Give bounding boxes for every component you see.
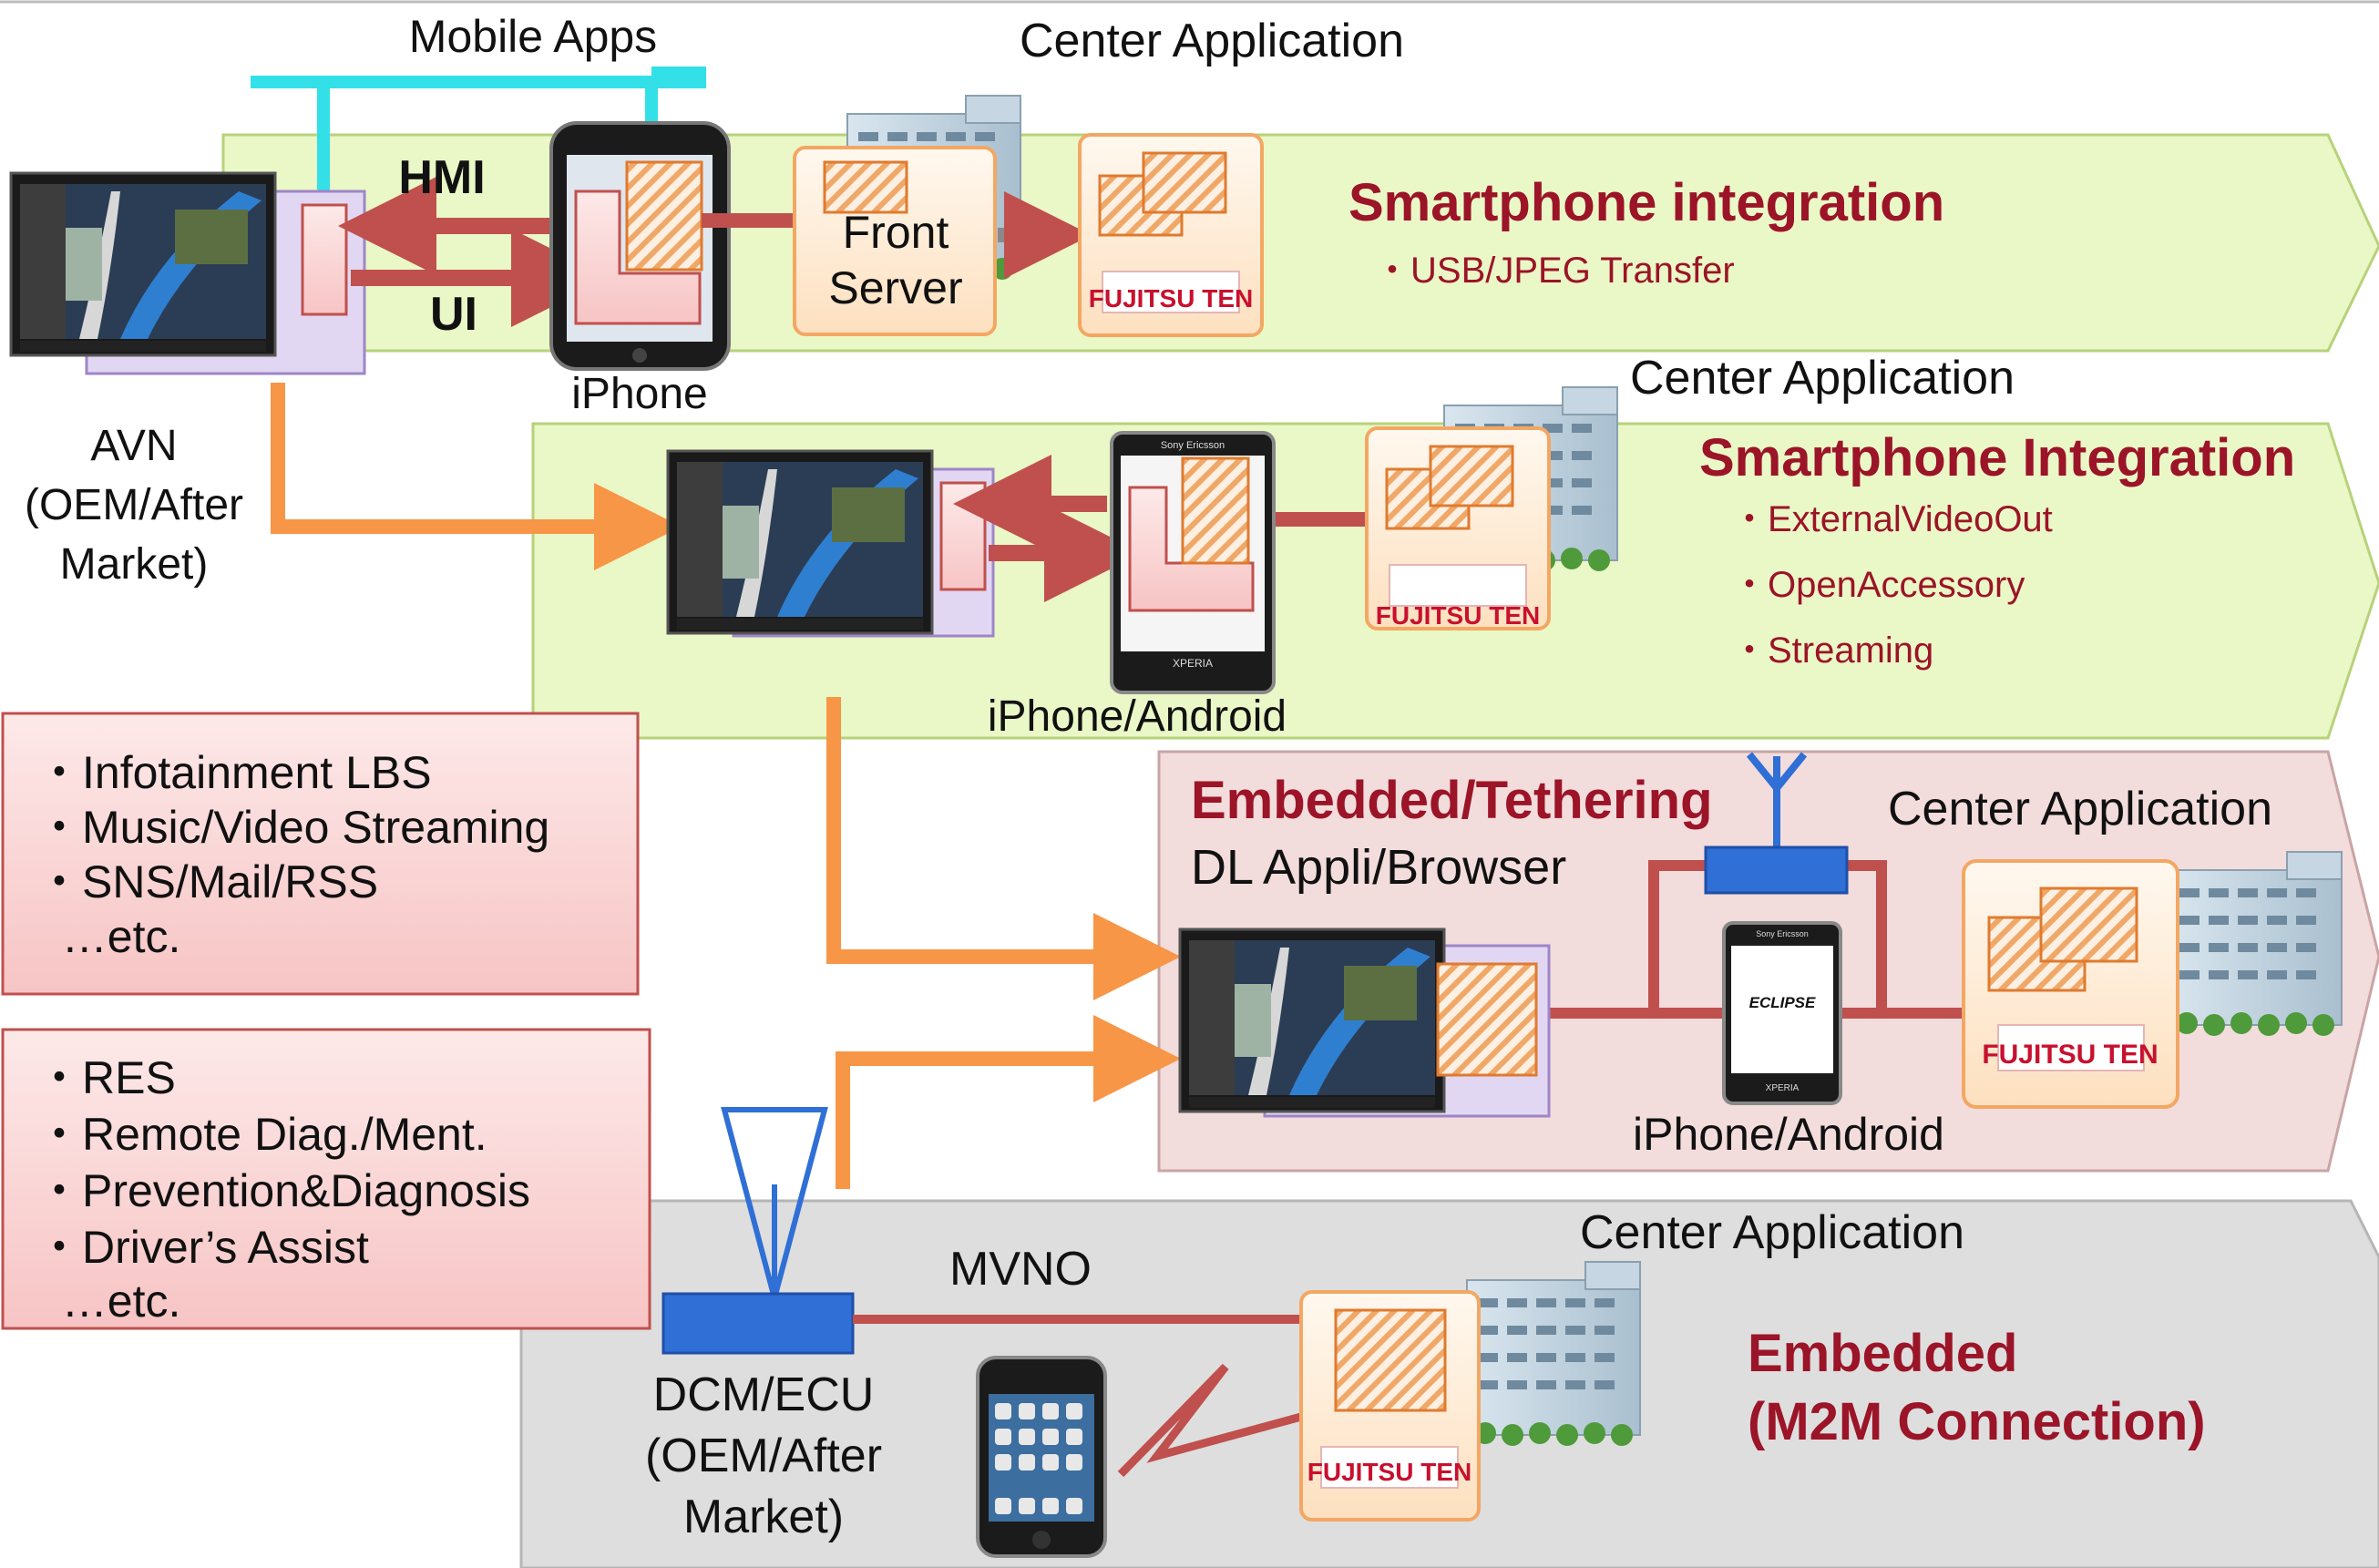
dcm-label-line1: DCM/ECU xyxy=(653,1368,875,1421)
center-app-label-1: Center Application xyxy=(1020,15,1404,67)
dcm-label-line2: (OEM/After xyxy=(645,1430,882,1482)
dcm-label-line3: Market) xyxy=(683,1491,844,1543)
fujitsu-ten-server-3 xyxy=(1962,859,2179,1109)
res-callout: ・RES ・Remote Diag./Ment. ・Prevention&Dia… xyxy=(1,1028,651,1330)
front-server-box xyxy=(793,146,997,336)
fujitsu-ten-server-2 xyxy=(1365,426,1551,630)
orange-flow-arrow-3 xyxy=(836,1015,1181,1189)
building-icon-4 xyxy=(1466,1261,1641,1447)
avn-device-3 xyxy=(1178,927,1551,1118)
orange-flow-arrow-2 xyxy=(826,697,1181,1000)
orange-flow-arrow-1 xyxy=(271,383,682,570)
hmi-label: HMI xyxy=(398,151,485,204)
sony-ericsson-logo-2: Sony Ericsson xyxy=(1756,929,1809,938)
callout-res-item-3: ・Prevention&Diagnosis xyxy=(36,1165,530,1216)
dcm-antenna-icon xyxy=(721,1107,828,1309)
xperia-logo-1: XPERIA xyxy=(1173,657,1213,670)
ui-label: UI xyxy=(430,288,477,341)
infotainment-callout: ・Infotainment LBS ・Music/Video Streaming… xyxy=(1,712,640,996)
eclipse-phone-device xyxy=(1722,921,1842,1105)
callout-res-item-1: ・RES xyxy=(36,1052,176,1103)
avn-device-2 xyxy=(666,449,995,638)
mvno-label: MVNO xyxy=(949,1243,1092,1296)
fujitsu-ten-logo-4: FUJITSU TEN xyxy=(1307,1458,1471,1486)
row4-title-line1: Embedded xyxy=(1748,1324,2018,1383)
band-smartphone-integration-1 xyxy=(221,133,2379,353)
front-server-label-line1: Front xyxy=(843,207,949,258)
mobile-apps-label: Mobile Apps xyxy=(409,11,657,62)
iphone-android-label-1: iPhone/Android xyxy=(988,692,1287,741)
dl-appli-label: DL Appli/Browser xyxy=(1191,840,1566,895)
row2-item-2: ・OpenAccessory xyxy=(1731,565,2025,605)
wireless-link-zigzag xyxy=(1117,1363,1303,1478)
center-app-label-3: Center Application xyxy=(1888,783,2272,835)
sony-ericsson-logo-1: Sony Ericsson xyxy=(1161,440,1225,451)
callout-infotainment-item-3: ・SNS/Mail/RSS xyxy=(36,856,378,907)
fujitsu-ten-logo-2: FUJITSU TEN xyxy=(1376,601,1540,630)
avn-device xyxy=(9,171,366,375)
fujitsu-ten-logo-1: FUJITSU TEN xyxy=(1089,284,1253,313)
front-server-label-line2: Server xyxy=(828,262,962,313)
iphone-android-label-2: iPhone/Android xyxy=(1633,1109,1944,1160)
callout-infotainment-item-4: …etc. xyxy=(36,911,180,962)
callout-infotainment-item-2: ・Music/Video Streaming xyxy=(36,802,549,853)
fujitsu-ten-logo-3: FUJITSU TEN xyxy=(1982,1040,2158,1070)
iphone-device xyxy=(549,121,731,371)
center-app-label-2: Center Application xyxy=(1630,352,2015,405)
callout-res-item-2: ・Remote Diag./Ment. xyxy=(36,1109,487,1160)
iphone4-device xyxy=(976,1356,1107,1558)
avn-label-line1: AVN xyxy=(90,422,177,470)
dcm-module xyxy=(661,1292,855,1355)
row2-item-3: ・Streaming xyxy=(1731,630,1933,671)
antenna-icon xyxy=(1746,752,1808,852)
xperia-logo-2: XPERIA xyxy=(1766,1083,1800,1093)
callout-res-item-4: ・Driver’s Assist xyxy=(36,1222,369,1273)
avn-label-line2: (OEM/After xyxy=(25,481,243,529)
row4-title-line2: (M2M Connection) xyxy=(1748,1392,2206,1451)
center-app-label-4: Center Application xyxy=(1580,1206,1964,1259)
row2-item-1: ・ExternalVideoOut xyxy=(1731,499,2053,539)
tether-module xyxy=(1704,845,1849,895)
eclipse-logo: ECLIPSE xyxy=(1749,994,1816,1011)
fujitsu-ten-server-4 xyxy=(1299,1290,1481,1522)
callout-infotainment-item-1: ・Infotainment LBS xyxy=(36,747,432,798)
android-phone-device xyxy=(1110,431,1276,694)
building-icon-3 xyxy=(2168,851,2343,1037)
callout-res-item-5: …etc. xyxy=(36,1276,180,1327)
row1-title: Smartphone integration xyxy=(1348,173,1944,232)
row1-item-1: ・USB/JPEG Transfer xyxy=(1374,251,1735,291)
row3-title: Embedded/Tethering xyxy=(1191,771,1713,830)
row2-title: Smartphone Integration xyxy=(1699,428,2295,487)
avn-label-line3: Market) xyxy=(60,540,209,589)
iphone-label: iPhone xyxy=(571,370,707,418)
